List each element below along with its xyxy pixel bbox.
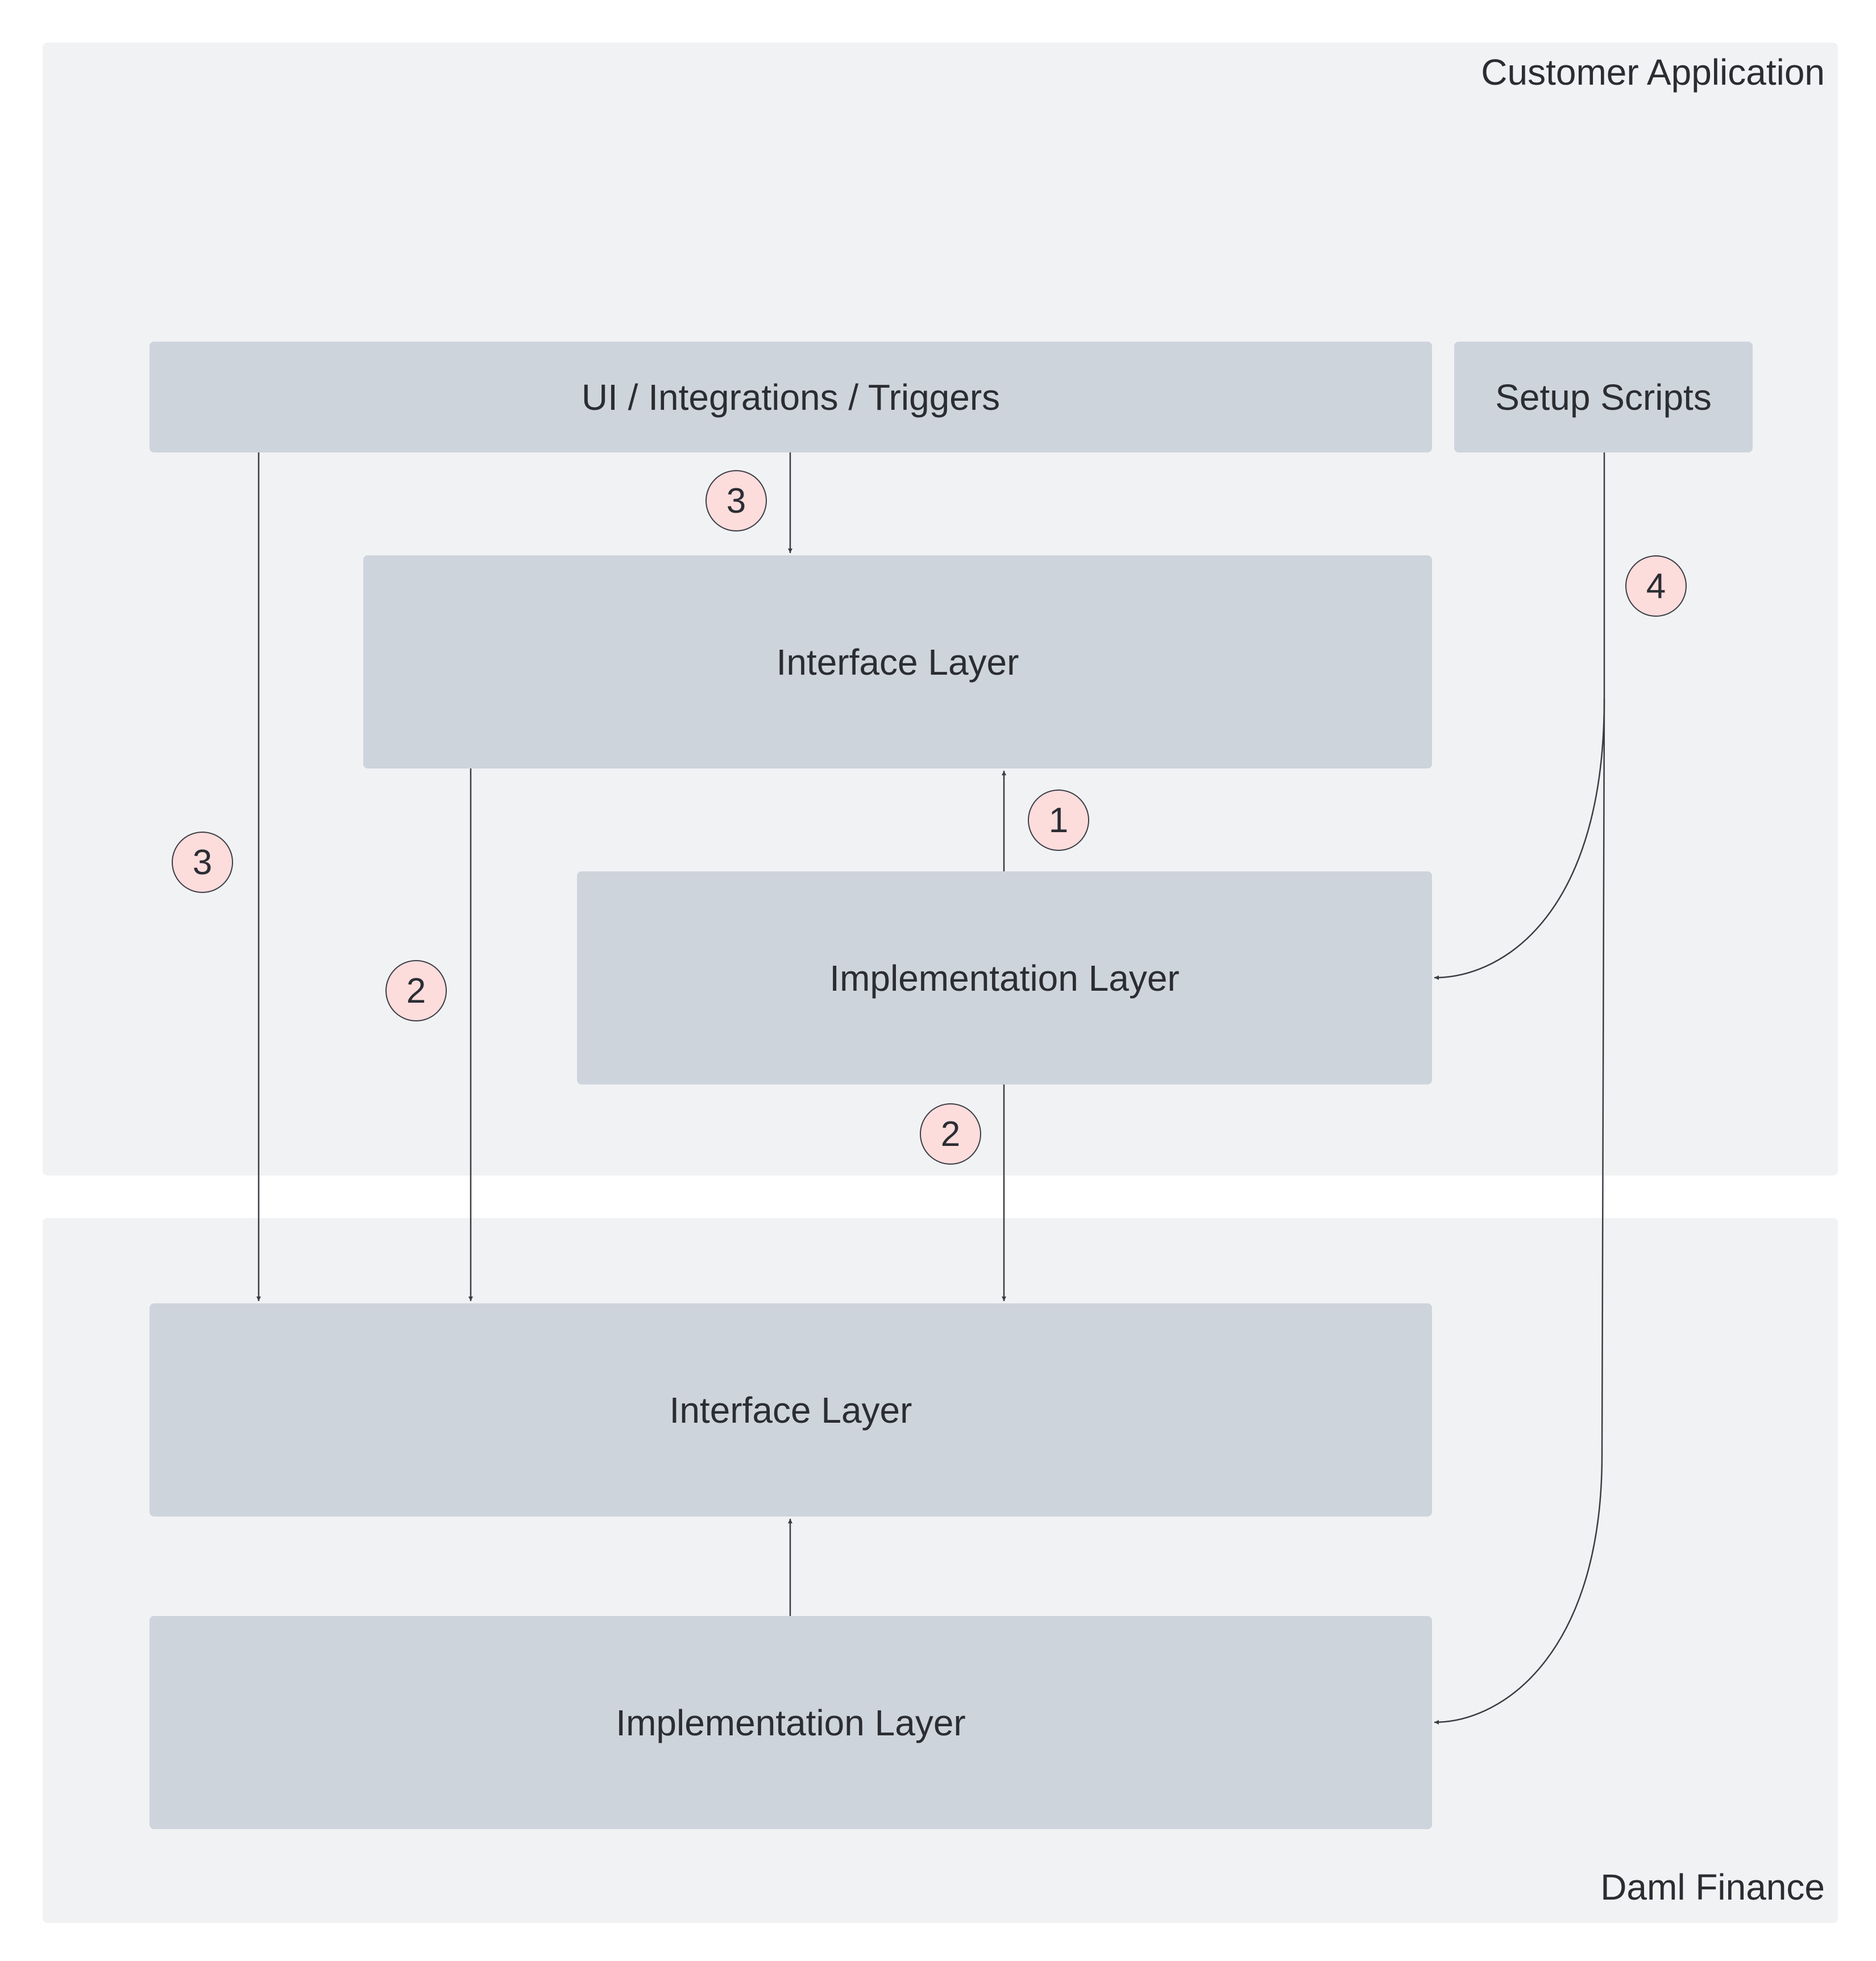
daml-implementation-layer-label: Implementation Layer xyxy=(616,1702,966,1743)
badge-ui-to-interface: 3 xyxy=(705,470,767,531)
daml-interface-layer-box: Interface Layer xyxy=(150,1303,1432,1517)
setup-scripts-box: Setup Scripts xyxy=(1454,342,1753,452)
setup-scripts-label: Setup Scripts xyxy=(1495,376,1712,418)
badge-interface-to-daml-interface: 2 xyxy=(385,960,447,1021)
badge-ui-to-daml-interface: 3 xyxy=(172,832,233,893)
daml-implementation-layer-box: Implementation Layer xyxy=(150,1616,1432,1829)
customer-interface-layer-label: Interface Layer xyxy=(776,641,1019,683)
badge-implementation-to-daml-interface: 2 xyxy=(920,1103,981,1165)
daml-finance-label: Daml Finance xyxy=(1600,1867,1825,1908)
customer-implementation-layer-box: Implementation Layer xyxy=(577,871,1432,1085)
customer-interface-layer-box: Interface Layer xyxy=(363,555,1432,768)
badge-implementation-to-interface: 1 xyxy=(1028,790,1089,851)
ui-integrations-triggers-box: UI / Integrations / Triggers xyxy=(150,342,1432,452)
customer-implementation-layer-label: Implementation Layer xyxy=(829,957,1180,999)
badge-setup-scripts: 4 xyxy=(1625,555,1687,617)
daml-interface-layer-label: Interface Layer xyxy=(669,1389,912,1431)
ui-integrations-triggers-label: UI / Integrations / Triggers xyxy=(581,376,1001,418)
customer-application-label: Customer Application xyxy=(1481,52,1825,93)
